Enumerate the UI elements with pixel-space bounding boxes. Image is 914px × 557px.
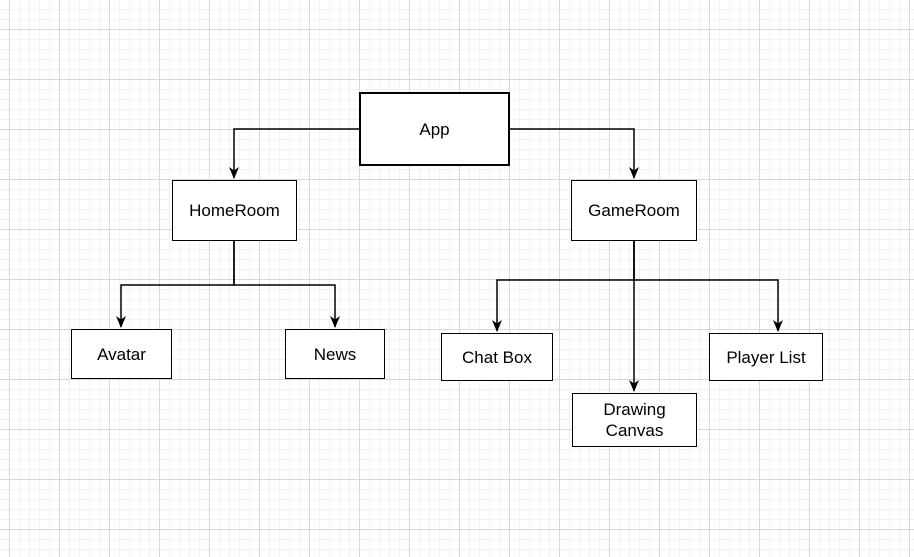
node-label: Chat Box xyxy=(462,347,532,367)
node-drawing-canvas[interactable]: Drawing Canvas xyxy=(572,393,697,447)
node-label: News xyxy=(313,344,357,364)
edge-app-homeroom[interactable] xyxy=(229,128,359,179)
edge-homeroom-avatar[interactable] xyxy=(116,241,235,328)
node-app[interactable]: App xyxy=(359,92,510,166)
edge-homeroom-news[interactable] xyxy=(233,241,340,328)
edge-gameroom-chat-box[interactable] xyxy=(492,241,635,332)
node-label: App xyxy=(419,119,450,139)
node-label: GameRoom xyxy=(588,201,680,220)
node-news[interactable]: News xyxy=(285,329,385,379)
node-avatar[interactable]: Avatar xyxy=(71,329,172,379)
node-gameroom[interactable]: GameRoom xyxy=(571,180,697,241)
edge-app-gameroom[interactable] xyxy=(510,128,639,179)
node-label: Avatar xyxy=(97,344,146,364)
node-chat-box[interactable]: Chat Box xyxy=(441,333,553,381)
node-label: HomeRoom xyxy=(189,201,280,220)
node-homeroom[interactable]: HomeRoom xyxy=(172,180,297,241)
node-player-list[interactable]: Player List xyxy=(709,333,823,381)
edge-gameroom-player-list[interactable] xyxy=(633,241,783,332)
node-label: Drawing Canvas xyxy=(603,400,666,440)
node-label: Player List xyxy=(726,347,806,367)
